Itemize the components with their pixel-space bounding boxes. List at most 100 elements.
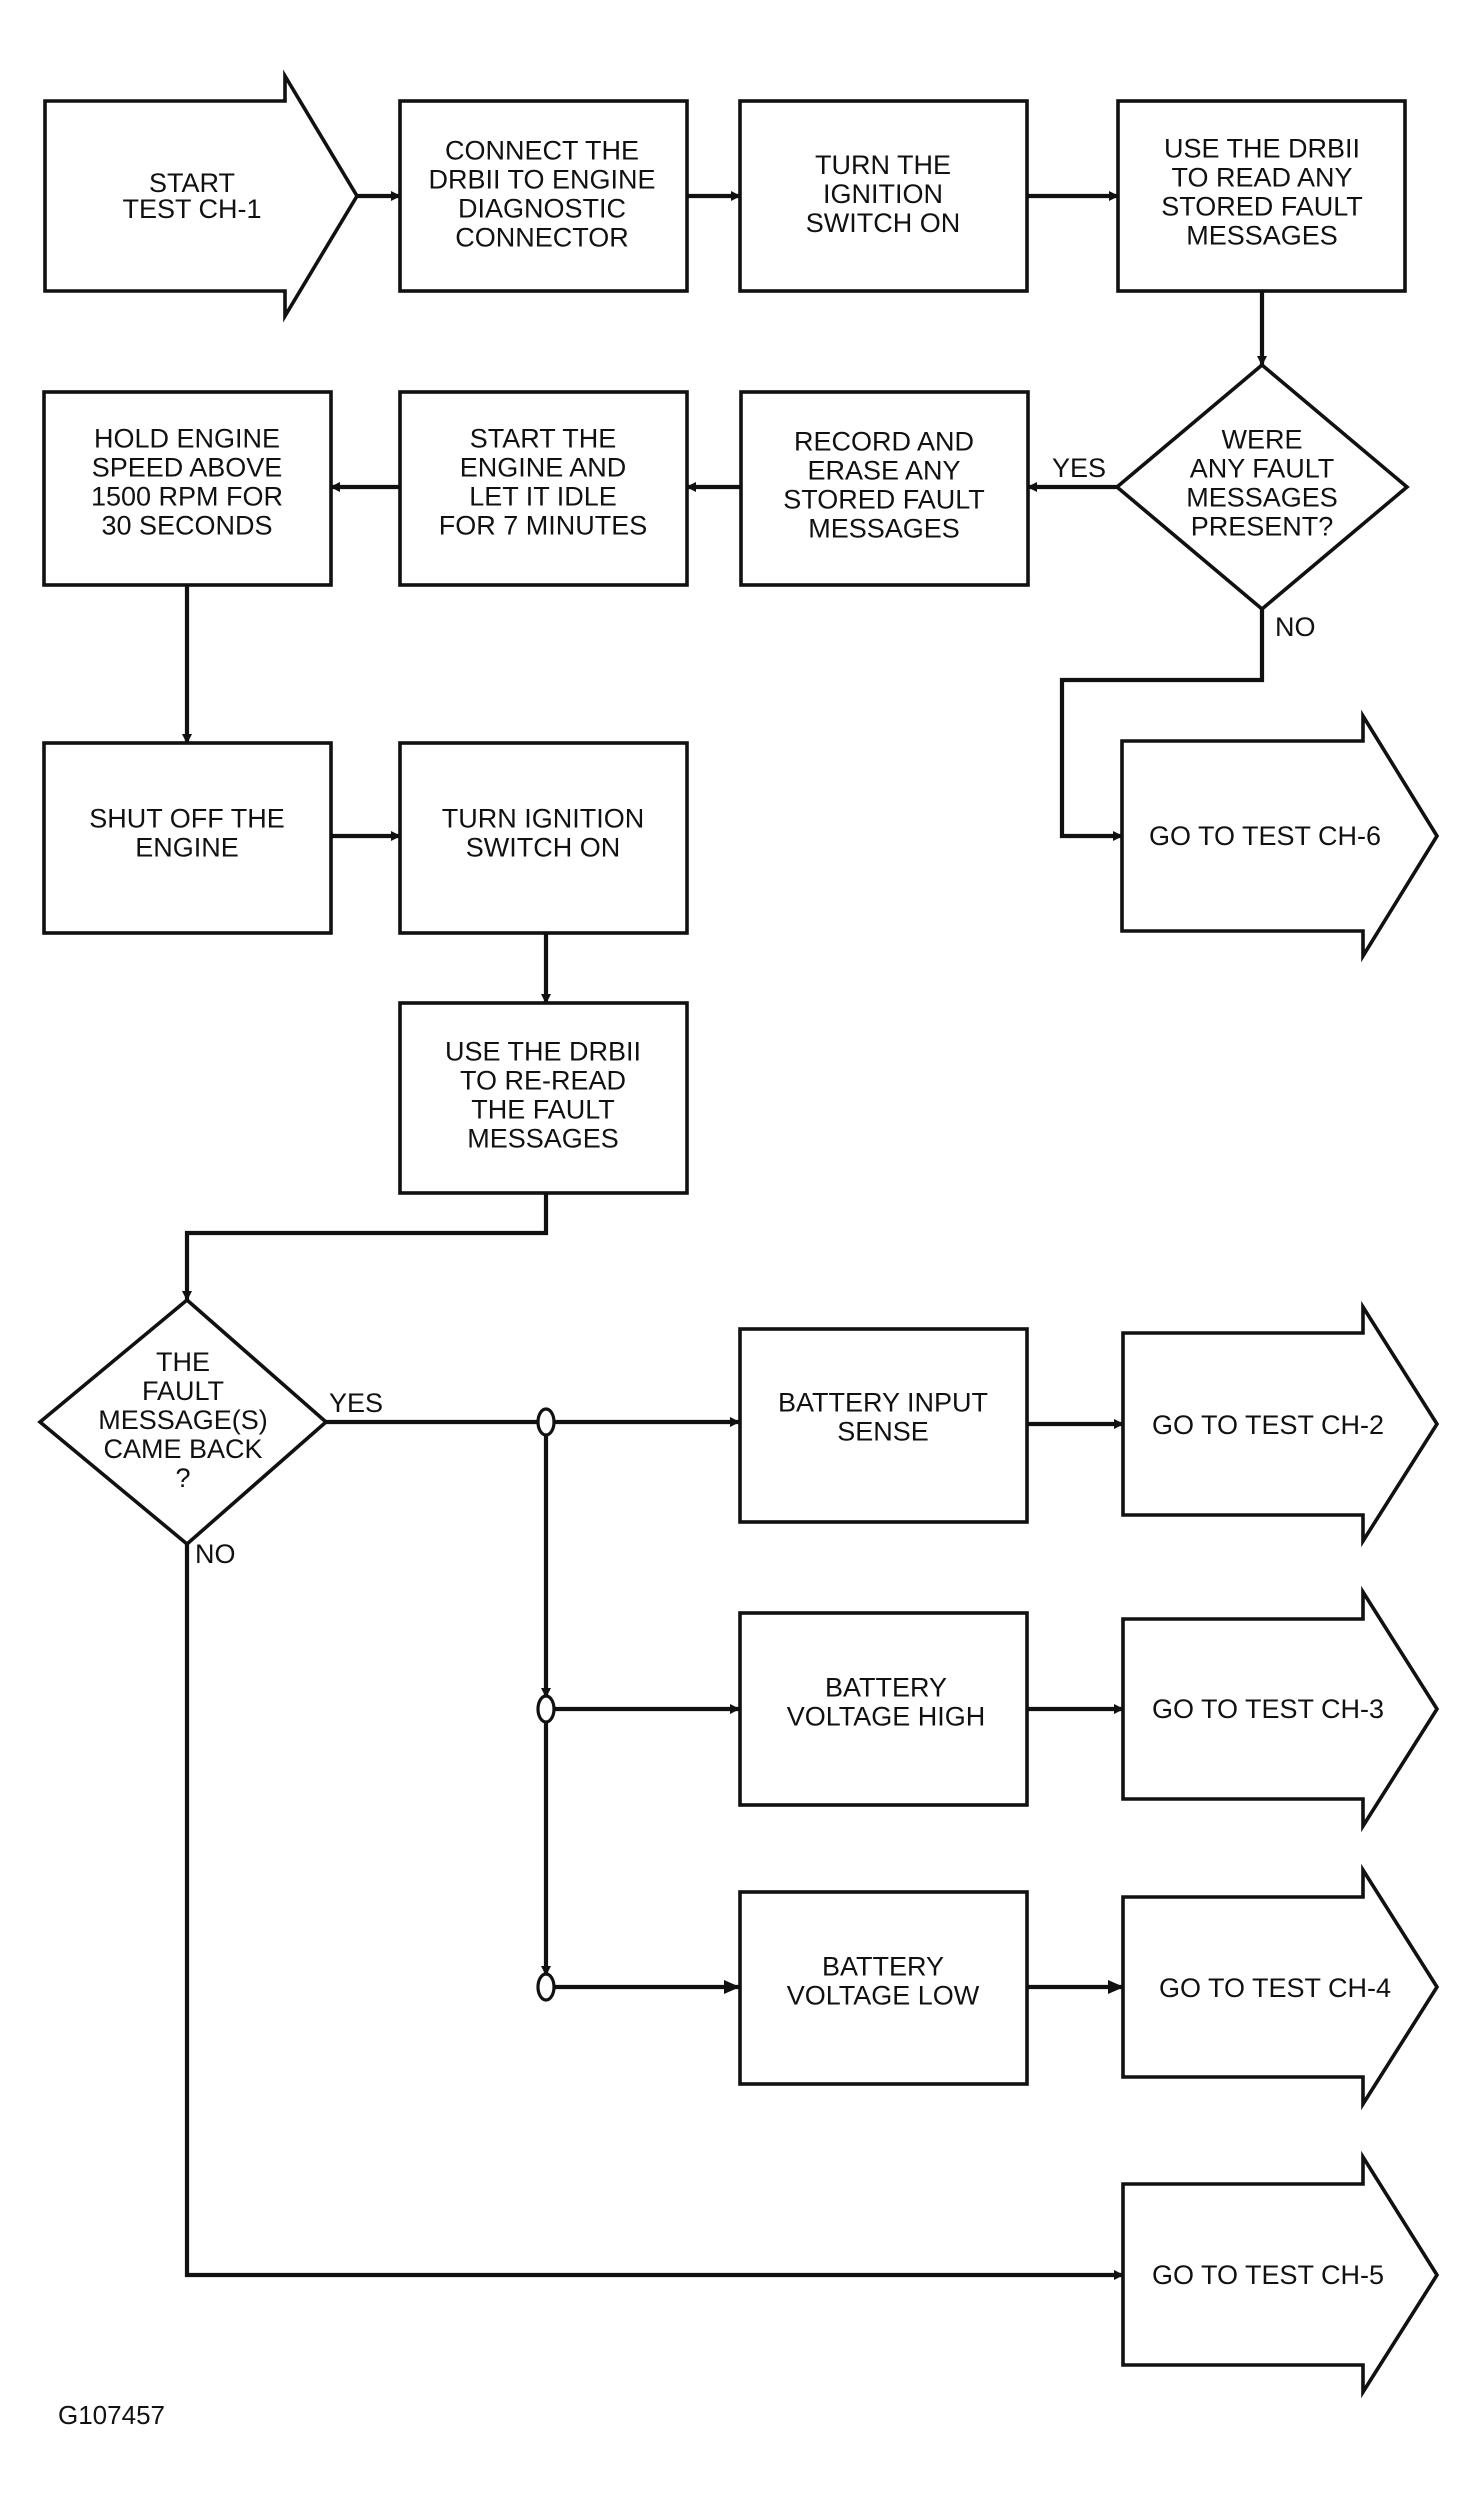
text-line: GO TO TEST CH-6	[1149, 821, 1381, 851]
goto-test-ch3-text: GO TO TEST CH-3	[1152, 1694, 1384, 1724]
text-line: TURN THE	[815, 150, 951, 180]
text-line: GO TO TEST CH-3	[1152, 1694, 1384, 1724]
text-line: MESSAGES	[808, 514, 960, 544]
no-label: NO	[1275, 612, 1316, 642]
text-line: ENGINE	[135, 833, 239, 863]
junction-node	[536, 1407, 556, 1437]
junction-node	[536, 1972, 556, 2002]
no-label: NO	[195, 1539, 236, 1569]
text-line: 1500 RPM FOR	[91, 482, 283, 512]
text-line: BATTERY INPUT	[778, 1388, 988, 1418]
text-line: GO TO TEST CH-2	[1152, 1410, 1384, 1440]
yes-label: YES	[329, 1388, 383, 1418]
text-line: 30 SECONDS	[101, 511, 272, 541]
goto-test-ch3: GO TO TEST CH-3	[1121, 1585, 1440, 1833]
yes-label: YES	[1052, 453, 1106, 483]
text-line: GO TO TEST CH-5	[1152, 2260, 1384, 2290]
flow-arrow	[182, 1193, 549, 1301]
text-line: STORED FAULT	[783, 485, 985, 515]
text-line: GO TO TEST CH-4	[1159, 1973, 1391, 2003]
text-line: SHUT OFF THE	[89, 804, 285, 834]
text-line: MESSAGES	[1186, 483, 1338, 513]
goto-test-ch2: GO TO TEST CH-2	[1121, 1300, 1440, 1548]
text-line: ENGINE AND	[460, 453, 627, 483]
goto-test-ch2-text: GO TO TEST CH-2	[1152, 1410, 1384, 1440]
text-line: VOLTAGE LOW	[787, 1981, 980, 2011]
text-line: THE FAULT	[471, 1095, 615, 1125]
text-line: FOR 7 MINUTES	[439, 511, 648, 541]
no-path-connector	[184, 1544, 1124, 2280]
text-line: STORED FAULT	[1161, 192, 1363, 222]
text-line: RECORD AND	[794, 427, 974, 457]
goto-test-ch5-text: GO TO TEST CH-5	[1152, 2260, 1384, 2290]
text-line: ANY FAULT	[1190, 454, 1335, 484]
text-line: START THE	[470, 424, 617, 454]
text-line: CAME BACK	[103, 1434, 262, 1464]
text-line: PRESENT?	[1191, 512, 1334, 542]
text-line: BATTERY	[822, 1952, 944, 1982]
goto-test-ch4-text: GO TO TEST CH-4	[1159, 1973, 1391, 2003]
text-line: TO READ ANY	[1171, 163, 1352, 193]
junction-node	[536, 1694, 556, 1724]
text-line: FAULT	[142, 1376, 224, 1406]
text-line: TURN IGNITION	[442, 804, 645, 834]
text-line: LET IT IDLE	[469, 482, 617, 512]
text-line: USE THE DRBII	[1164, 134, 1360, 164]
text-line: TEST CH-1	[122, 194, 261, 224]
text-line: SENSE	[837, 1417, 929, 1447]
text-line: DIAGNOSTIC	[458, 194, 626, 224]
text-line: USE THE DRBII	[445, 1037, 641, 1067]
text-line: ERASE ANY	[807, 456, 960, 486]
text-line: SPEED ABOVE	[92, 453, 283, 483]
text-line: MESSAGE(S)	[98, 1405, 268, 1435]
text-line: HOLD ENGINE	[94, 424, 280, 454]
text-line: ?	[175, 1463, 190, 1493]
text-line: DRBII TO ENGINE	[428, 165, 655, 195]
no-path-connector	[1059, 609, 1265, 841]
text-line: TO RE-READ	[460, 1066, 626, 1096]
text-line: VOLTAGE HIGH	[787, 1702, 986, 1732]
figure-id: G107457	[58, 2400, 165, 2430]
goto-test-ch6: GO TO TEST CH-6	[1120, 709, 1440, 963]
goto-test-ch5: GO TO TEST CH-5	[1121, 2150, 1440, 2399]
goto-test-ch6-text: GO TO TEST CH-6	[1149, 821, 1381, 851]
text-line: THE	[156, 1347, 210, 1377]
text-line: START	[149, 168, 235, 198]
text-line: MESSAGES	[1186, 221, 1338, 251]
text-line: SWITCH ON	[466, 833, 621, 863]
goto-test-ch4: GO TO TEST CH-4	[1121, 1863, 1440, 2111]
text-line: WERE	[1222, 425, 1303, 455]
text-line: IGNITION	[823, 179, 943, 209]
text-line: CONNECT THE	[445, 136, 639, 166]
